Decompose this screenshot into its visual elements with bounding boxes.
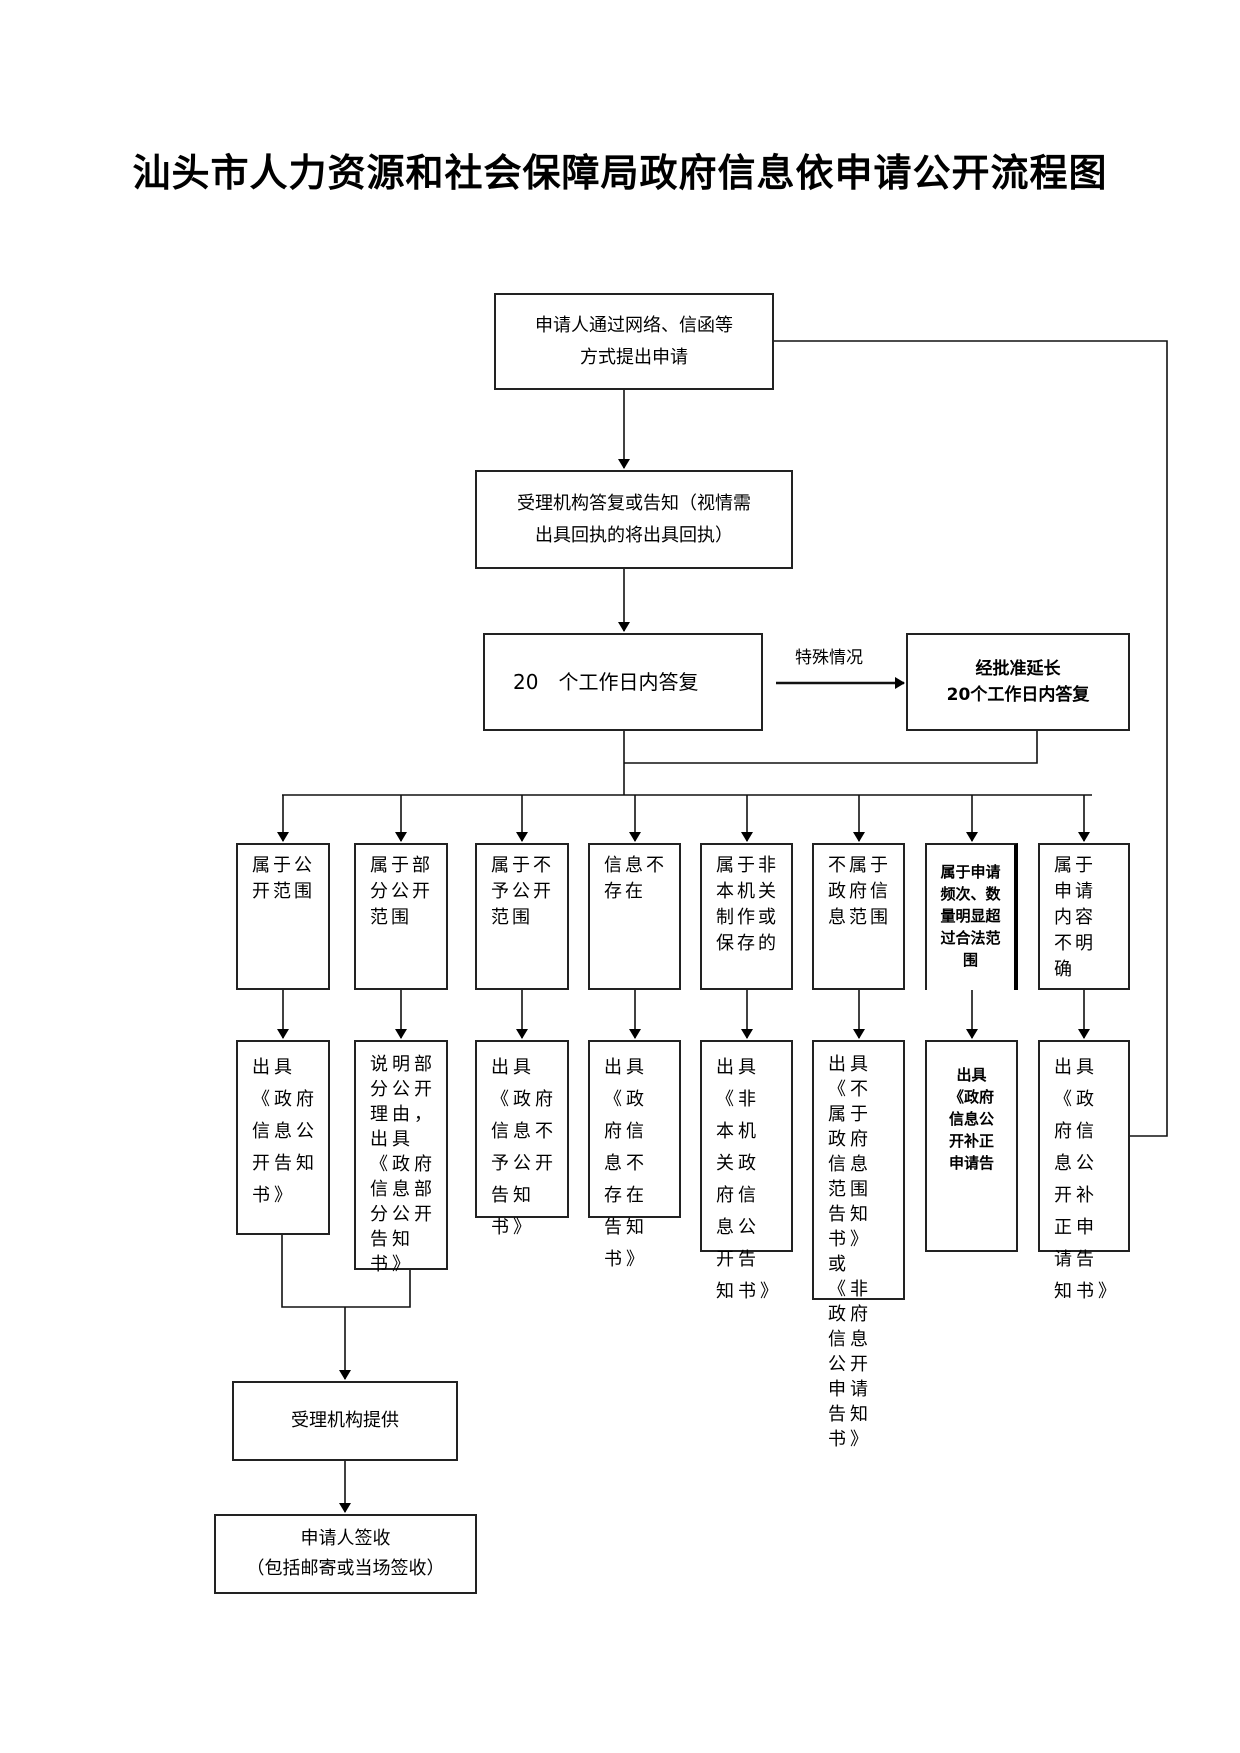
category-box: 属于部分公开范围	[354, 843, 448, 990]
result-notice-box: 说明部分公开理由，出具《政府信息部分公开告知书》	[354, 1040, 448, 1275]
category-box: 信息不存在	[588, 843, 681, 990]
category-box: 不属于政府信息范围	[812, 843, 905, 990]
line-apply-to-correction	[774, 340, 1168, 1137]
apply-line-2: 方式提出申请	[580, 346, 688, 368]
reply-20-days-text: 20 个工作日内答复	[513, 670, 699, 694]
result-notice-box: 出具《政府信息公开补正申请告知书》	[1038, 1040, 1130, 1302]
result-notice-box: 出具《政府信息公开补正申请告	[925, 1040, 1018, 1252]
category-box: 属于申请频次、数量明显超过合法范围	[925, 843, 1018, 990]
result-notice-box: 出具《不属于政府信息范围告知书》或《非政府信息公开申请告知书》	[812, 1040, 905, 1450]
result-notice-box: 出具《政府信息不存在告知书》	[588, 1040, 681, 1270]
apply-line-1: 申请人通过网络、信函等	[535, 314, 733, 336]
result-notice-box: 出具《政府信息公开告知书》	[236, 1040, 330, 1235]
sign-line-2: （包括邮寄或当场签收）	[246, 1558, 445, 1579]
provide-text: 受理机构提供	[291, 1410, 399, 1431]
extend-box: 经批准延长 20个工作日内答复	[906, 633, 1130, 731]
receive-line-1: 受理机构答复或告知（视情需	[517, 492, 751, 514]
apply-box: 申请人通过网络、信函等 方式提出申请	[494, 293, 774, 390]
category-box: 属于公开范围	[236, 843, 330, 990]
reply-20-days-box: 20 个工作日内答复	[483, 633, 763, 731]
sign-box: 申请人签收 （包括邮寄或当场签收）	[214, 1514, 477, 1594]
category-box: 属于非本机关制作或保存的	[700, 843, 793, 990]
extend-line-2: 20个工作日内答复	[946, 685, 1090, 705]
category-box: 属于不予公开范围	[475, 843, 569, 990]
sign-line-1: 申请人签收	[300, 1528, 391, 1549]
provide-box: 受理机构提供	[232, 1381, 458, 1461]
receive-box: 受理机构答复或告知（视情需 出具回执的将出具回执）	[475, 470, 793, 569]
page-title: 汕头市人力资源和社会保障局政府信息依申请公开流程图	[132, 151, 1108, 195]
result-notice-box: 出具《政府信息不予公开告知书》	[475, 1040, 569, 1238]
receive-line-2: 出具回执的将出具回执）	[535, 524, 733, 546]
result-notice-box: 出具《非本机关政府信息公开告知书》	[700, 1040, 793, 1302]
extend-line-1: 经批准延长	[975, 659, 1061, 679]
category-box: 属于申请内容不明确	[1038, 843, 1130, 990]
special-case-label: 特殊情况	[795, 648, 863, 668]
